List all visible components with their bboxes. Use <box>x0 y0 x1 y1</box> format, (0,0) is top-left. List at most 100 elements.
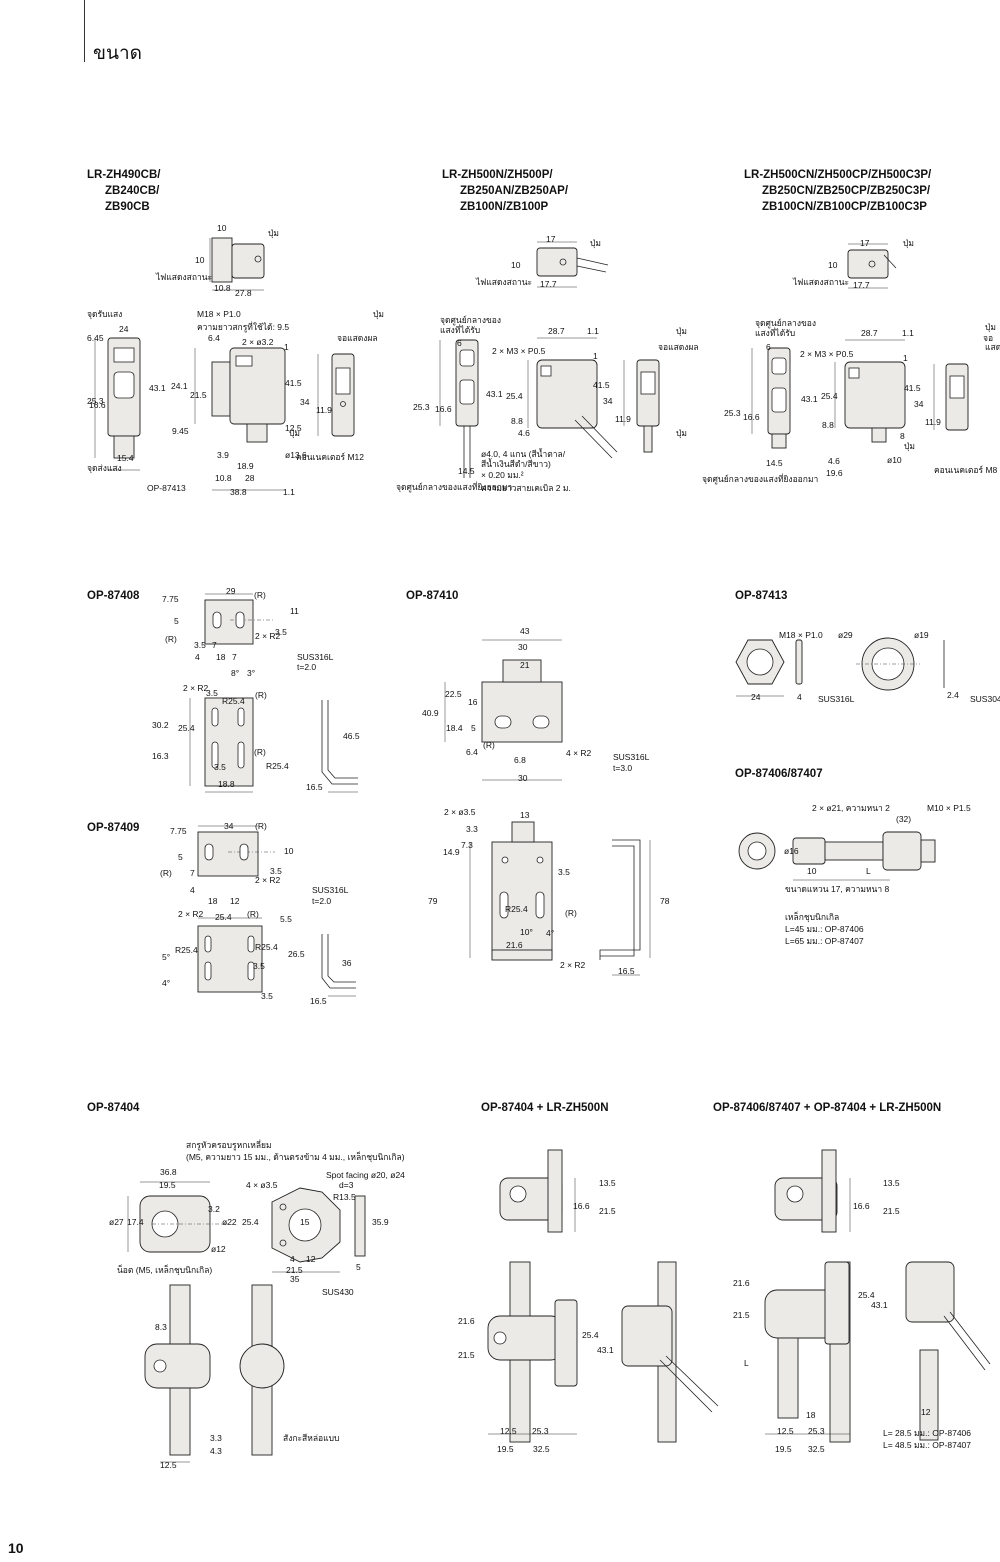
dimension-label: L=45 มม.: OP-87406 <box>785 924 864 934</box>
dimension-label: 3° <box>247 668 255 678</box>
dimension-label: SUS430 <box>322 1287 354 1297</box>
dimension-label: 18.9 <box>237 461 254 471</box>
dimension-label: 2 × R2 <box>255 631 281 641</box>
dimension-label: 16.5 <box>310 996 327 1006</box>
drawing-op-87408 <box>189 593 358 793</box>
dimension-label: 1 <box>593 351 598 361</box>
dimension-label: 6 <box>457 338 462 348</box>
drawing-op-87404-lr-zh500n <box>487 1149 719 1443</box>
dimension-label: 34 <box>224 821 234 831</box>
title-line: OP-87404 + LR-ZH500N <box>481 1102 609 1114</box>
dimension-label: 25.4 <box>215 912 232 922</box>
dimension-label: 11.9 <box>316 405 332 415</box>
dimension-label: 21.5 <box>599 1206 616 1216</box>
dimension-label: ไฟแสดงสถานะ <box>475 277 532 287</box>
dimension-label: 19.5 <box>497 1444 514 1454</box>
section-title-op-87408: OP-87408 <box>87 588 139 604</box>
dimension-label: 10.8 <box>214 283 231 293</box>
title-line: OP-87404 <box>87 1102 140 1114</box>
drawing-full-assembly <box>764 1149 991 1443</box>
dimension-label: คอนเนคเตอร์ M12 <box>296 452 364 462</box>
dimension-label: 3.5 <box>194 640 206 650</box>
section-title-op-87413: OP-87413 <box>735 588 787 604</box>
clamp-side <box>144 1343 211 1389</box>
dimension-label: 4 <box>290 1254 295 1264</box>
dimension-label: 3.3 <box>466 824 478 834</box>
dimension-label: 14.5 <box>766 458 783 468</box>
dimension-label: 4 <box>195 652 200 662</box>
title-line: ZB250CN/ZB250CP/ZB250C3P/ <box>762 185 931 197</box>
dimension-label: t=2.0 <box>297 662 316 672</box>
dimension-label: 25.4 <box>821 391 838 401</box>
dimension-label: 2 × R2 <box>560 960 586 970</box>
dimension-label: L= 28.5 มม.: OP-87406 <box>883 1428 971 1438</box>
dimension-label: ø22 <box>222 1217 237 1227</box>
dimension-label: ø12 <box>211 1244 226 1254</box>
dimension-label: 25.4 <box>506 391 523 401</box>
rod-nut <box>882 831 922 871</box>
dimension-label: 3.5 <box>253 961 265 971</box>
dimension-label: (32) <box>896 814 911 824</box>
sensor-front <box>554 1299 578 1387</box>
dimension-label: 34 <box>603 396 613 406</box>
dimension-label: 10 <box>284 846 294 856</box>
dimension-label: 16.3 <box>152 751 169 761</box>
dimension-label: 79 <box>428 896 438 906</box>
dimension-label: ø4.0, 4 แกน (สีน้ำตาล/ <box>481 448 566 459</box>
dimension-label: 21.5 <box>458 1350 475 1360</box>
dimension-label: ปุ่ม <box>903 238 914 249</box>
dimension-label: 19.5 <box>159 1180 176 1190</box>
dimension-label: 43 <box>520 626 530 636</box>
dimension-label: 25.3 <box>87 396 104 406</box>
dimension-label: 35.9 <box>372 1217 389 1227</box>
dimension-label: 25.4 <box>582 1330 599 1340</box>
dimension-label: แสงที่ได้รับ <box>755 327 795 338</box>
dimension-label: 2 × M3 × P0.5 <box>492 346 546 356</box>
dimension-label: 17.7 <box>540 279 557 289</box>
dimension-label: 4 <box>190 885 195 895</box>
dimension-label: 21.5 <box>883 1206 900 1216</box>
dimension-label: 16.6 <box>743 412 760 422</box>
dimension-label: 18.8 <box>218 779 235 789</box>
title-line: ZB240CB/ <box>105 185 160 197</box>
dimension-label: 2 × R2 <box>183 683 209 693</box>
dimension-label: 10 <box>828 260 838 270</box>
dimension-label: ø13.6 <box>285 450 307 460</box>
title-line: OP-87409 <box>87 822 140 834</box>
dimension-label: 4 × ø3.5 <box>246 1180 278 1190</box>
dimension-label: L= 48.5 มม.: OP-87407 <box>883 1440 971 1450</box>
dimension-label: 5 <box>178 852 183 862</box>
drawing-op-87410 <box>444 639 651 976</box>
dimension-label: 16 <box>468 697 478 707</box>
drawing-op-87409 <box>197 825 356 997</box>
dimension-label: (R) <box>255 690 267 700</box>
rod-bolt <box>777 1337 799 1419</box>
dimension-label: ปุ่ม <box>904 441 915 452</box>
dimension-label: 14.5 <box>458 466 475 476</box>
dimension-label: 10 <box>807 866 817 876</box>
dimension-label: 36.8 <box>160 1167 177 1177</box>
dimension-label: 4 <box>797 692 802 702</box>
dimension-label: 9.45 <box>172 426 189 436</box>
dimension-label: ø16 <box>784 846 799 856</box>
dimension-label: R25.4 <box>266 761 289 771</box>
dimension-label: 2 × ø3.2 <box>242 337 274 347</box>
dimension-label: 21.5 <box>286 1265 303 1275</box>
dimension-label: 10° <box>520 927 533 937</box>
dimension-label: t=3.0 <box>613 763 632 773</box>
dimension-label: สกรูหัวครอบรูหกเหลี่ยม <box>186 1139 272 1151</box>
section-title-op-87406-87407-op-87404-lr-zh500n: OP-87406/87407 + OP-87404 + LR-ZH500N <box>713 1100 941 1116</box>
dimension-label: จอแสดงผล <box>337 333 378 343</box>
dimension-label: จอแสดงผล <box>658 342 699 352</box>
dimension-label: 78 <box>660 896 670 906</box>
bracket-side-view <box>321 934 356 989</box>
dimension-label: d=3 <box>339 1180 354 1190</box>
dimension-label: 10.8 <box>215 473 232 483</box>
labels-op-87404: สกรูหัวครอบรูหกเหลี่ยม(M5, ความยาว 15 มม… <box>109 1139 405 1470</box>
dimension-label: 18.4 <box>446 723 463 733</box>
dimension-label: 16.6 <box>435 404 452 414</box>
